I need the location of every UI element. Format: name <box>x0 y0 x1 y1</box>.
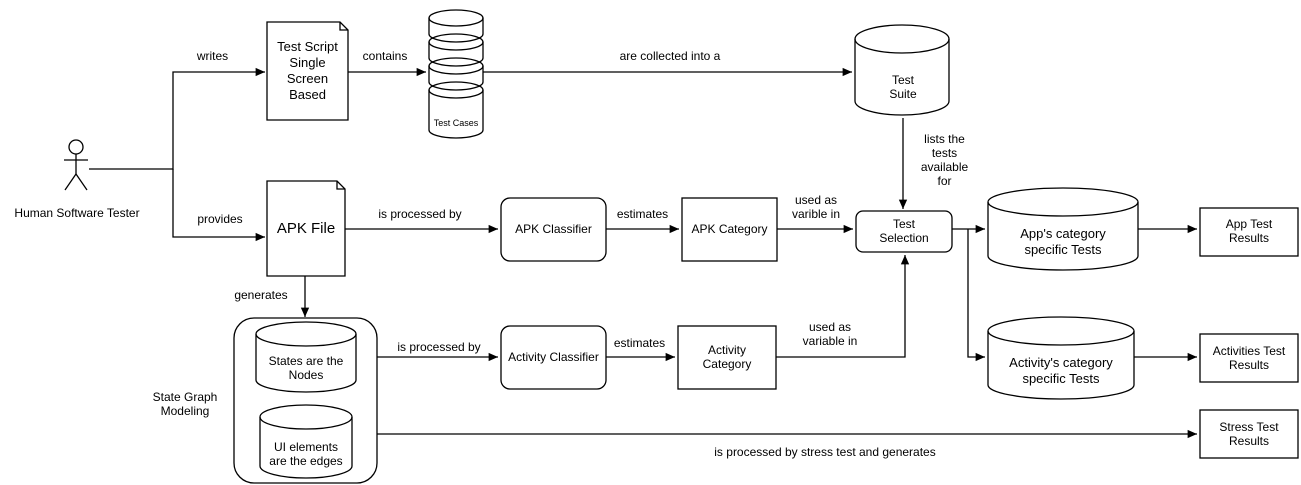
activities-test-results-label: Activities Test Results <box>1212 344 1286 372</box>
ui-edges-label: UI elements are the edges <box>269 440 343 468</box>
ui-edges-cylinder <box>259 404 353 479</box>
edge-apk-processed-label: is processed by <box>378 207 462 221</box>
edge-apk-used-label: used as varible in <box>791 193 841 221</box>
apk-category-label: APK Category <box>691 222 768 236</box>
actor-icon <box>64 139 88 191</box>
apk-file-doc <box>266 180 346 277</box>
activity-tests-label: Activity's category specific Tests <box>1009 355 1113 386</box>
test-selection-label: Test Selection <box>879 217 929 245</box>
test-cases-label: Test Cases <box>433 118 479 128</box>
test-suite-label: Test Suite <box>889 73 917 101</box>
app-tests-label: App's category specific Tests <box>1020 226 1106 257</box>
app-tests-cylinder <box>987 187 1139 271</box>
edge-stress-label: is processed by stress test and generate… <box>714 445 936 459</box>
test-script-label: Test Script Single Screen Based <box>277 39 338 102</box>
edge-apk-estimates-label: estimates <box>616 207 669 221</box>
state-graph-container <box>233 317 378 484</box>
activities-test-results-box <box>1199 333 1299 383</box>
edge-contains-label: contains <box>362 49 408 63</box>
edge-provides-label: provides <box>197 212 243 226</box>
app-test-results-box <box>1199 207 1299 257</box>
test-selection-box <box>855 210 953 253</box>
edge-activity-used-label: used as variable in <box>802 320 858 348</box>
states-nodes-label: States are the Nodes <box>268 354 344 382</box>
test-suite-cylinder <box>854 24 950 116</box>
activity-tests-cylinder <box>987 316 1135 400</box>
edge-writes <box>89 67 265 170</box>
test-cases-stack <box>428 9 484 139</box>
human-tester-label: Human Software Tester <box>14 206 140 220</box>
app-test-results-label: App Test Results <box>1225 217 1273 245</box>
edge-activity-processed-label: is processed by <box>397 340 481 354</box>
edge-writes-label: writes <box>196 49 229 63</box>
activity-category-label: Activity Category <box>702 343 752 371</box>
apk-file-label: APK File <box>276 220 336 237</box>
test-script-doc <box>266 21 349 121</box>
apk-classifier-label: APK Classifier <box>515 222 592 236</box>
activity-classifier-label: Activity Classifier <box>508 350 599 364</box>
stress-test-results-box <box>1199 409 1299 459</box>
edge-generates-label: generates <box>234 288 288 302</box>
edge-provides <box>172 169 265 242</box>
state-graph-label: State Graph Modeling <box>152 390 218 418</box>
stress-test-results-label: Stress Test Results <box>1219 420 1279 448</box>
edge-activity-used <box>776 255 910 358</box>
states-cylinder <box>255 321 357 393</box>
edge-collected-label: are collected into a <box>619 49 721 63</box>
edge-lists-label: lists the tests available for <box>920 132 969 188</box>
edge-to-activity-tests <box>967 229 985 362</box>
edge-activity-estimates-label: estimates <box>613 336 666 350</box>
